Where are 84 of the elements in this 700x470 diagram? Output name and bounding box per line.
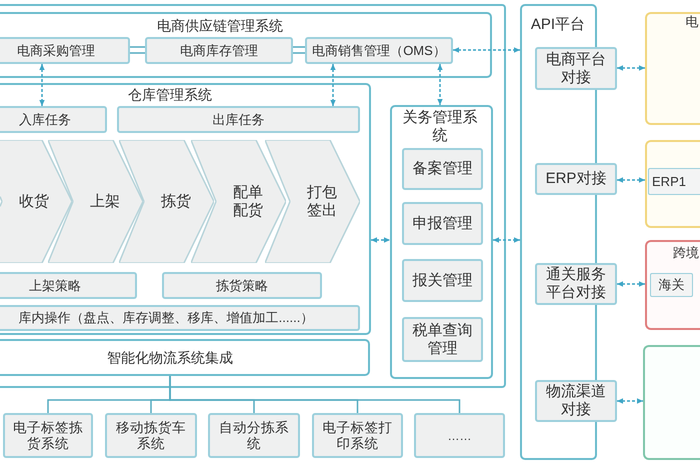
module-label: 税单查询管理 (412, 322, 474, 358)
module-label: ERP对接 (546, 170, 606, 188)
panel-title: 跨境 (673, 245, 699, 261)
step-label: 上架 (89, 192, 121, 210)
double-arrow (493, 237, 520, 243)
double-arrow (371, 237, 390, 243)
partner-panel (645, 140, 700, 228)
double-arrow (617, 398, 643, 404)
double-arrow (330, 64, 336, 106)
module-box (105, 413, 197, 458)
module-box (117, 106, 360, 133)
module-label: …… (448, 428, 472, 443)
module-label: 出库任务 (212, 112, 264, 128)
module-box (650, 273, 693, 297)
module-label: ERP1 (652, 174, 686, 190)
module-box (208, 413, 300, 458)
step-label: 收货 (18, 192, 50, 210)
process-step (119, 140, 214, 263)
partner-panel (643, 345, 700, 460)
system-panel (0, 12, 492, 78)
module-box (0, 37, 130, 64)
panel-title: 电商供应链管理系统 (157, 18, 283, 34)
module-label: 入库任务 (19, 112, 71, 128)
module-label: 海关 (658, 277, 684, 293)
process-step (48, 140, 143, 263)
module-box (0, 305, 360, 331)
module-label: 备案管理 (412, 160, 472, 178)
panel-title: 仓库管理系统 (128, 86, 212, 104)
module-box (535, 47, 617, 90)
process-step (265, 140, 360, 263)
module-box (402, 148, 483, 190)
double-arrow (617, 65, 645, 71)
double-arrow (453, 47, 520, 53)
partner-panel (645, 240, 700, 330)
module-box (648, 168, 700, 195)
step-label: 打包签出 (306, 184, 338, 220)
module-label: 申报管理 (412, 214, 472, 232)
module-label: 自动分拣系统 (218, 419, 290, 452)
module-box (414, 413, 505, 458)
module-label: 拣货策略 (216, 278, 268, 294)
process-step (0, 140, 72, 263)
double-line (129, 46, 146, 54)
panel-title: 关务管理系统 (402, 109, 478, 145)
module-label: 上架策略 (29, 278, 81, 294)
step-label: 配单配货 (232, 184, 264, 220)
module-box (535, 163, 617, 195)
module-label: 电商库存管理 (180, 42, 258, 58)
module-label: 库内操作（盘点、库存调整、移库、增值加工......） (18, 310, 314, 326)
double-arrow (437, 64, 443, 105)
module-label: 通关服务平台对接 (545, 266, 607, 302)
module-label: 移动拣货车系统 (115, 419, 187, 452)
module-label: 物流渠道对接 (545, 383, 607, 419)
module-box (305, 37, 453, 64)
system-frame (0, 4, 506, 388)
module-box (535, 380, 617, 422)
double-arrow (39, 64, 45, 106)
module-box (402, 259, 483, 302)
module-box (0, 272, 137, 299)
process-step (191, 140, 286, 263)
module-box (402, 317, 483, 362)
double-arrow (617, 281, 645, 287)
module-box (312, 413, 403, 458)
system-panel (0, 339, 370, 376)
partner-panel (645, 12, 700, 125)
module-label: 电商采购管理 (17, 42, 95, 58)
double-arrow (617, 177, 645, 183)
module-box (535, 263, 617, 305)
panel-title: API平台 (530, 16, 586, 34)
double-line (292, 46, 306, 54)
system-panel (0, 83, 371, 335)
module-label: 电商平台对接 (545, 50, 607, 86)
module-box (402, 202, 483, 245)
module-box (3, 413, 93, 458)
module-label: 电子标签打印系统 (322, 419, 394, 452)
module-label: 电子标签拣货系统 (12, 419, 84, 452)
module-box (162, 272, 322, 299)
panel-title: 智能化物流系统集成 (107, 349, 233, 366)
system-panel (390, 105, 493, 379)
module-label: 电商销售管理（OMS） (312, 42, 446, 58)
step-label: 拣货 (160, 192, 192, 210)
panel-title: 电 (686, 14, 698, 30)
module-box (0, 106, 107, 133)
module-label: 报关管理 (412, 272, 472, 290)
module-box (145, 37, 293, 64)
